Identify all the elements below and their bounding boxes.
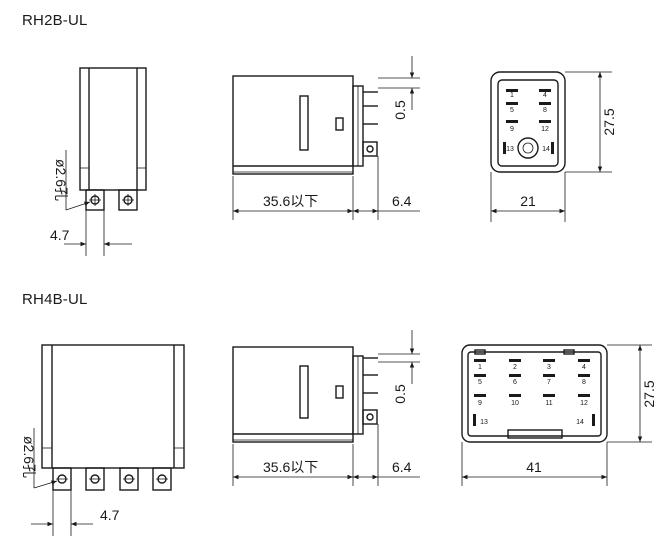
rh4b-pin-5: 5 (478, 379, 482, 386)
model-title-rh2b: RH2B-UL (22, 12, 88, 29)
rh4b-pin-7: 7 (547, 379, 551, 386)
model-title-rh4b: RH4B-UL (22, 291, 88, 308)
rh2b-pitch-label: 4.7 (50, 227, 70, 243)
rh4b-pin-2: 2 (513, 364, 517, 371)
rh4b-pin-12: 12 (580, 400, 588, 407)
rh2b-pin-length-label: 6.4 (392, 193, 412, 209)
rh4b-side-view (232, 330, 420, 486)
rh4b-pin-1: 1 (478, 364, 482, 371)
rh2b-front-view (64, 67, 147, 256)
rh2b-pin-8: 8 (543, 107, 547, 114)
rh2b-pin-14: 14 (542, 146, 550, 153)
rh4b-pin-10: 10 (511, 400, 519, 407)
rh2b-side-view (232, 56, 420, 220)
rh4b-pin-thickness-label: 0.5 (392, 384, 408, 404)
rh4b-width-label: 41 (526, 459, 542, 475)
rh4b-hole-label: ø2.6孔 (21, 436, 37, 478)
rh4b-height-label: 27.5 (641, 380, 657, 407)
rh2b-pin-thickness-label: 0.5 (392, 100, 408, 120)
rh4b-pin-9: 9 (478, 400, 482, 407)
rh2b-hole-label: ø2.6孔 (53, 159, 69, 201)
rh2b-width-label: 21 (520, 193, 536, 209)
rh4b-pin-4: 4 (582, 364, 586, 371)
rh4b-pin-6: 6 (513, 379, 517, 386)
rh2b-side-width-label: 35.6以下 (263, 193, 318, 209)
rh2b-bottom-view (490, 71, 612, 222)
rh4b-pin-length-label: 6.4 (392, 459, 412, 475)
rh4b-bottom-view (461, 344, 652, 486)
rh4b-side-width-label: 35.6以下 (263, 459, 318, 475)
rh4b-pin-14: 14 (576, 419, 584, 426)
rh4b-pin-13: 13 (480, 419, 488, 426)
rh2b-pin-9: 9 (510, 126, 514, 133)
rh4b-pin-8: 8 (582, 379, 586, 386)
rh2b-pin-1: 1 (510, 92, 514, 99)
rh4b-pitch-label: 4.7 (100, 507, 120, 523)
rh2b-pin-13: 13 (506, 146, 514, 153)
rh2b-pin-5: 5 (510, 107, 514, 114)
rh4b-pin-3: 3 (547, 364, 551, 371)
rh4b-pin-11: 11 (545, 400, 552, 407)
rh2b-pin-4: 4 (543, 92, 547, 99)
rh2b-height-label: 27.5 (601, 108, 617, 135)
rh2b-pin-12: 12 (541, 126, 549, 133)
rh4b-front-view (31, 344, 185, 536)
